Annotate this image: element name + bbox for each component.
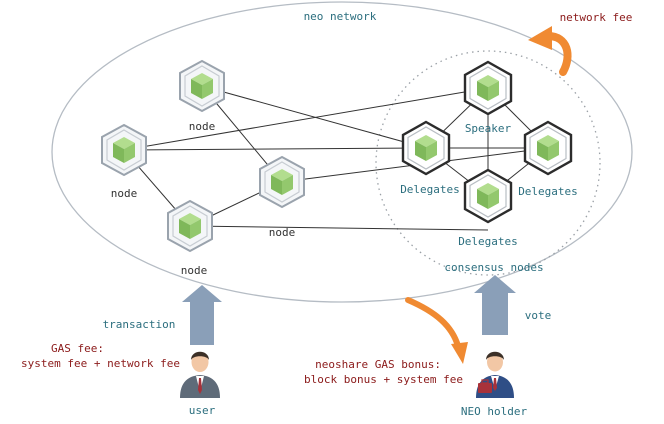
network-boundary [51,1,633,303]
network-title: neo network [304,10,377,23]
gas-fee-line1: GAS fee: [51,342,104,355]
delegate-node-icon-bottom [463,168,513,224]
delegate-label-left: Delegates [400,183,460,196]
bonus-line2: block bonus + system fee [304,373,463,386]
delegate-node-icon-left [401,120,451,176]
bonus-arrow [405,297,468,364]
node-icon-top [179,60,225,112]
node-label-top: node [189,120,216,133]
node-label-center: node [269,226,296,239]
node-label-left: node [111,187,138,200]
node-label-bottom: node [181,264,208,277]
network-fee-arrow [528,26,572,76]
delegate-label-bottom: Delegates [458,235,518,248]
gas-fee-line2: system fee + network fee [21,357,180,370]
node-icon-center [259,156,305,208]
speaker-label: Speaker [465,122,512,135]
transaction-label: transaction [103,318,176,331]
network-fee-label: network fee [560,11,633,24]
consensus-label: consensus nodes [444,261,543,274]
delegate-node-icon-right [523,120,573,176]
holder-label: NEO holder [461,405,528,418]
neo-holder-avatar-icon [476,351,514,398]
delegate-label-right: Delegates [518,185,578,198]
vote-label: vote [525,309,552,322]
vote-arrow [474,275,516,335]
user-label: user [189,404,216,417]
bonus-line1: neoshare GAS bonus: [315,358,441,371]
speaker-node-icon [463,60,513,116]
user-avatar-icon [180,351,220,398]
node-icon-left [101,124,147,176]
node-icon-bottom [167,200,213,252]
consensus-boundary [375,50,601,276]
transaction-arrow [182,285,222,345]
